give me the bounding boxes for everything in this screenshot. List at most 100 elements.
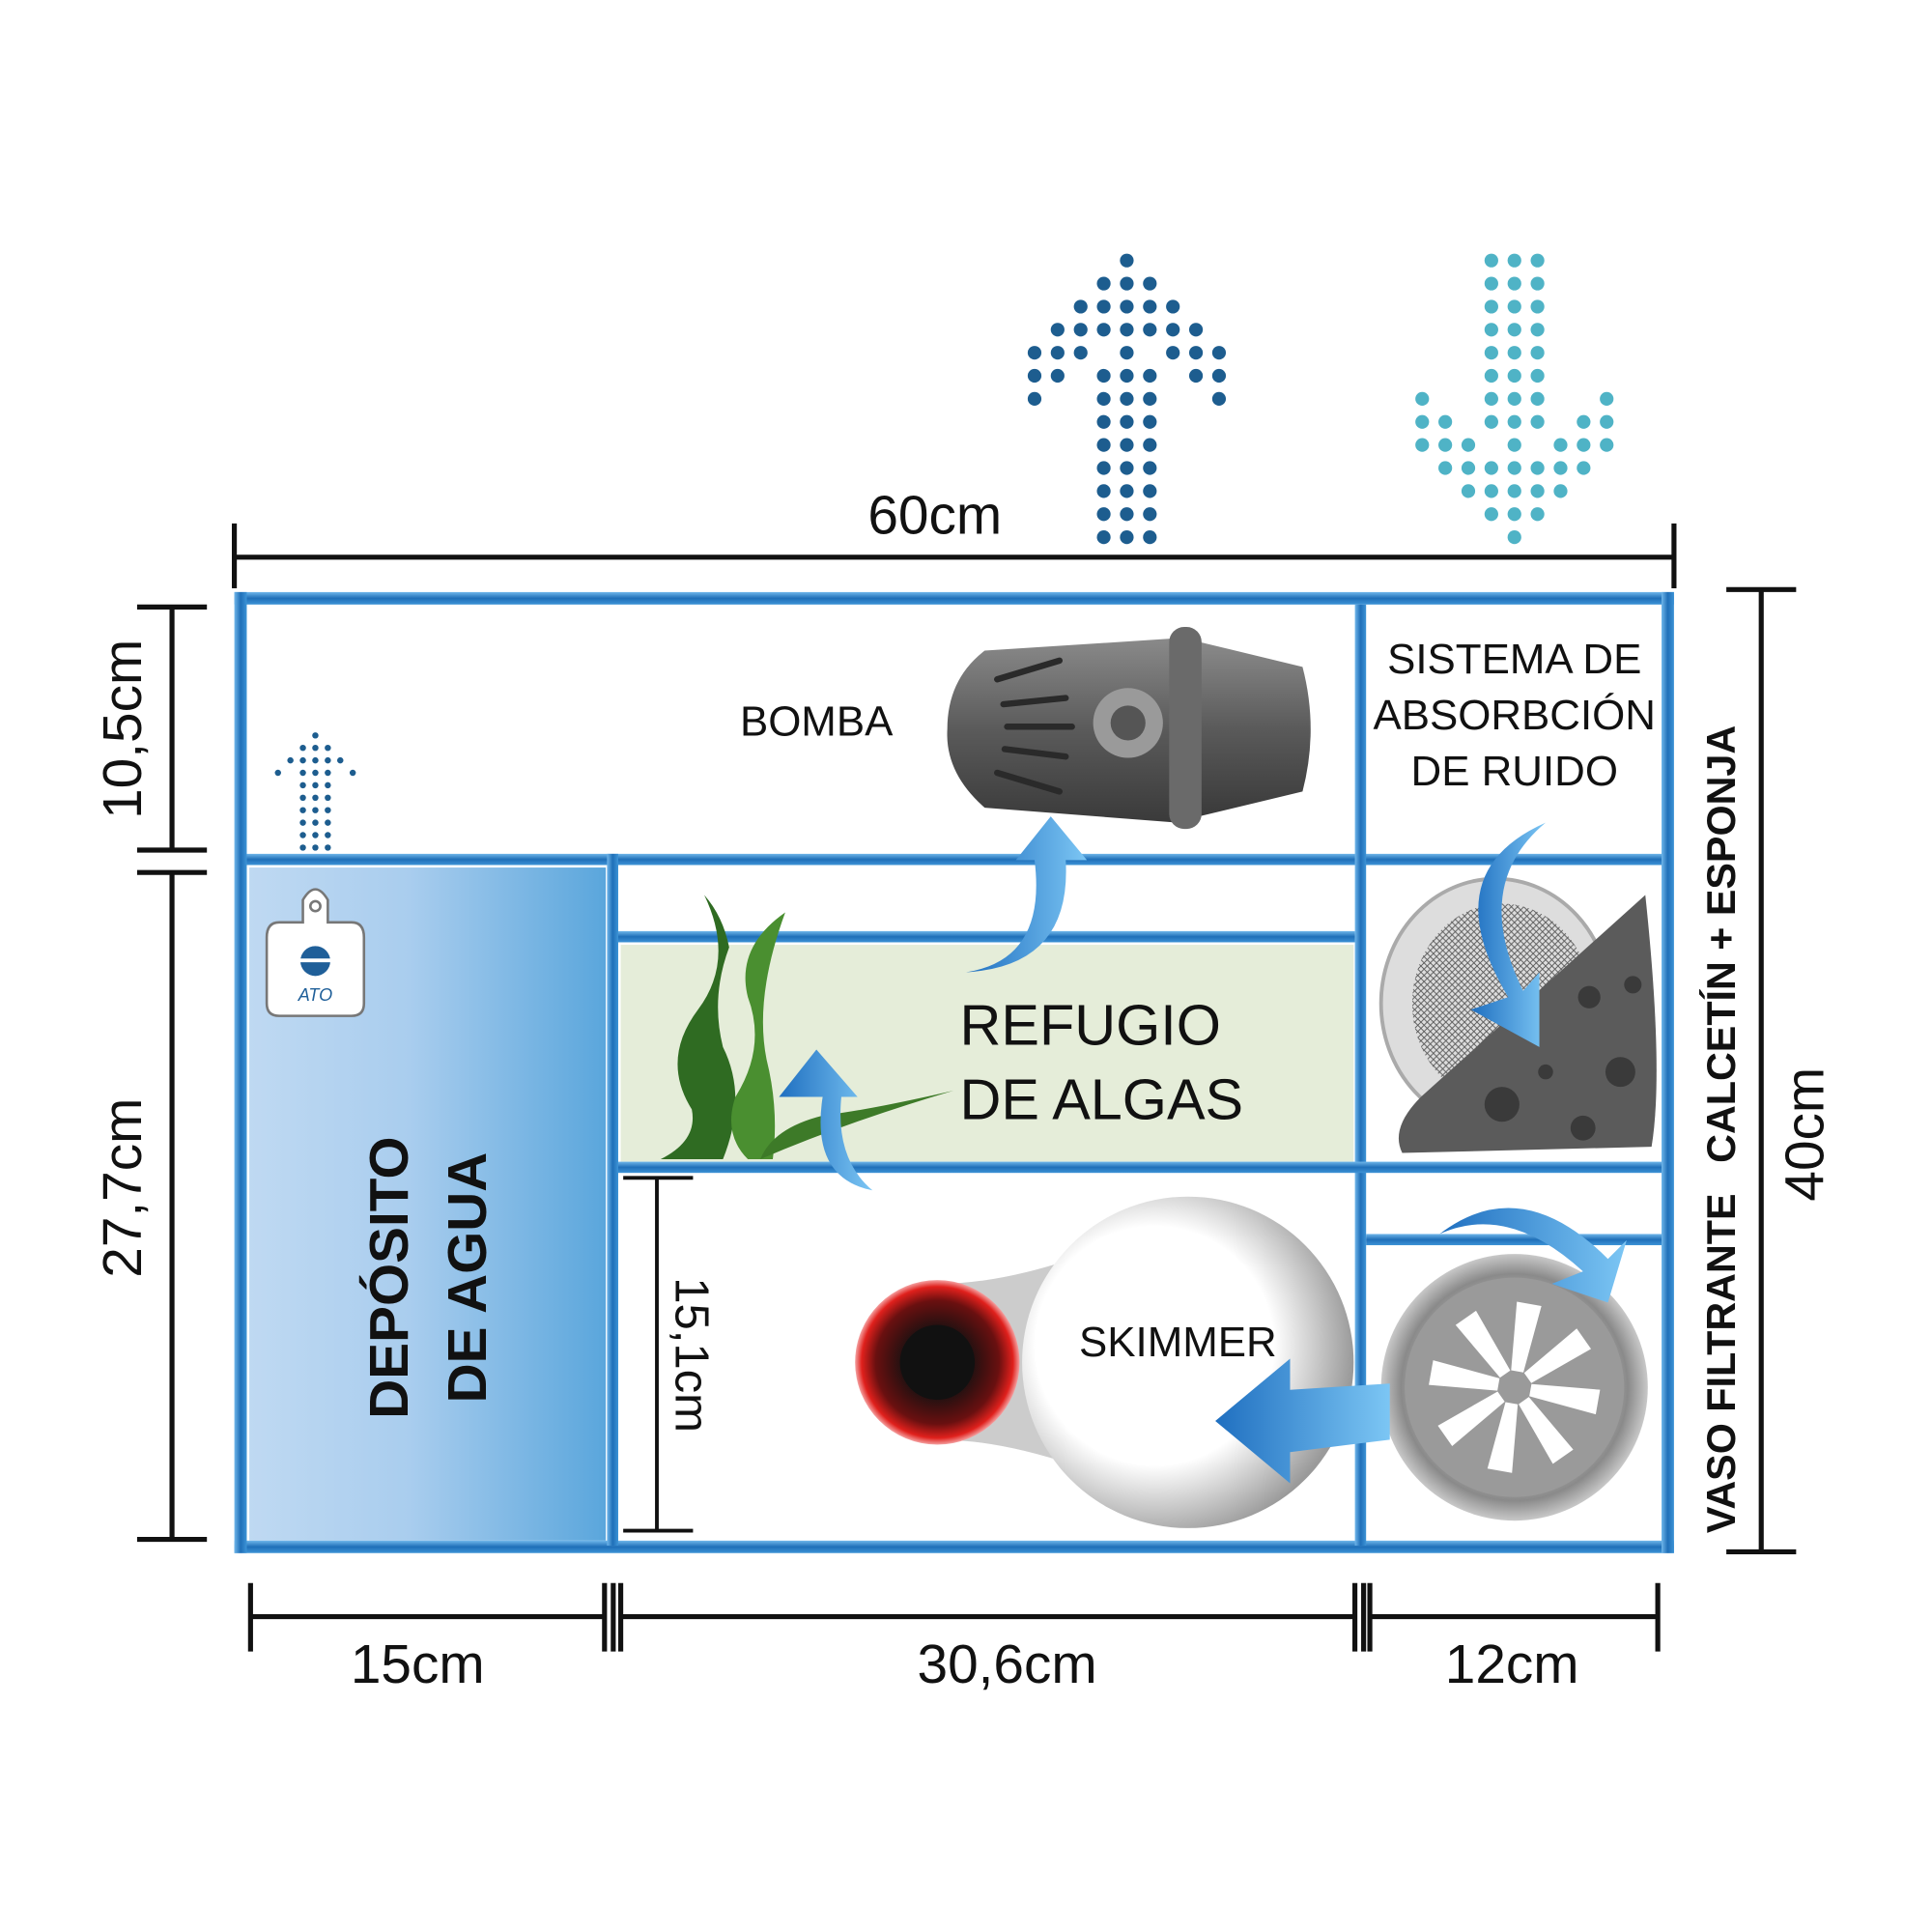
arrow-dot [325, 844, 331, 851]
dim-total-width: 60cm [867, 485, 1002, 546]
arrow-dot [1484, 276, 1498, 291]
arrow-dot [1507, 438, 1521, 452]
arrow-dot [1211, 346, 1227, 360]
arrow-dot [1577, 438, 1591, 452]
arrow-dot [299, 819, 306, 826]
arrow-dot [325, 769, 331, 777]
arrow-dot [325, 781, 331, 789]
arrow-dot [1050, 323, 1065, 337]
arrow-dot [1096, 299, 1111, 314]
arrow-dot [1530, 323, 1545, 337]
arrow-dot [1120, 507, 1134, 522]
noise-label-line-1: SISTEMA DE [1387, 636, 1641, 683]
arrow-dot [1530, 346, 1545, 360]
arrow-dot [1143, 391, 1157, 406]
arrow-dot [1188, 346, 1204, 360]
arrow-dot [1120, 391, 1134, 406]
arrow-dot [1166, 346, 1180, 360]
arrow-dot [1484, 323, 1498, 337]
filter-blade [1487, 1402, 1519, 1473]
arrow-dot [1143, 323, 1157, 337]
refuge-label-line-1: REFUGIO [960, 992, 1221, 1057]
arrow-dot [312, 769, 319, 777]
arrow-dot [1507, 299, 1521, 314]
arrow-dot [312, 756, 319, 764]
arrow-dot [1027, 368, 1042, 384]
arrow-dot [325, 744, 331, 752]
arrow-dot [325, 832, 331, 838]
arrow-dot [299, 769, 306, 777]
arrow-dot [1415, 438, 1430, 452]
arrow-dot [1577, 414, 1591, 429]
arrow-dot [1484, 346, 1498, 360]
arrow-dot [1120, 461, 1134, 475]
arrow-dot [1507, 414, 1521, 429]
arrow-dot [1507, 507, 1521, 522]
skimmer-label: SKIMMER [1079, 1319, 1277, 1366]
arrow-dot [1096, 461, 1111, 475]
dotted-down-arrow-icon [1415, 253, 1614, 545]
filter-blade [1437, 1391, 1505, 1447]
arrow-dot [1073, 299, 1088, 314]
filter-blade [1523, 1328, 1592, 1383]
arrow-dot [299, 744, 306, 752]
filter-blade [1511, 1301, 1542, 1373]
arrow-dot [325, 756, 331, 764]
arrow-dot [1553, 438, 1568, 452]
arrow-dot [1027, 346, 1042, 360]
arrow-dot [1577, 461, 1591, 475]
filter-blade [1455, 1310, 1511, 1378]
arrow-dot [1096, 530, 1111, 545]
arrow-dot [1166, 323, 1180, 337]
arrow-dot [312, 744, 319, 752]
sock-sponge-label: CALCETÍN + ESPONJA [1699, 725, 1744, 1163]
arrow-dot [1415, 391, 1430, 406]
arrow-dot [1096, 323, 1111, 337]
arrow-dot [1553, 484, 1568, 498]
arrow-dot [1530, 253, 1545, 268]
noise-label-line-3: DE RUIDO [1411, 748, 1618, 795]
arrow-dot [1050, 368, 1065, 384]
arrow-dot [1211, 391, 1227, 406]
arrow-dot [1096, 391, 1111, 406]
arrow-dot [1530, 391, 1545, 406]
refuge-label-line-2: DE ALGAS [960, 1067, 1244, 1132]
arrow-dot [1120, 530, 1134, 545]
arrow-dot [1096, 276, 1111, 291]
arrow-dot [312, 781, 319, 789]
arrow-dot [337, 756, 344, 764]
arrow-dot [1530, 414, 1545, 429]
arrow-dot [1120, 253, 1134, 268]
arrow-dot [1530, 368, 1545, 384]
arrow-dot [1073, 323, 1088, 337]
arrow-dot [1484, 507, 1498, 522]
filter-cup-icon [1380, 1254, 1648, 1521]
dim-lower-height: 27,7cm [93, 1098, 154, 1278]
arrow-dot [1188, 368, 1204, 384]
tank-frame [234, 591, 1674, 1553]
arrow-dot [1600, 438, 1614, 452]
arrow-dot [1530, 299, 1545, 314]
arrow-dot [1120, 323, 1134, 337]
arrow-dot [312, 832, 319, 838]
dotted-up-arrow-icon [1027, 253, 1227, 545]
arrow-dot [1096, 368, 1111, 384]
arrow-dot [1211, 368, 1227, 384]
arrow-dot [1438, 461, 1453, 475]
arrow-dot [1484, 299, 1498, 314]
algae-icon [660, 895, 954, 1159]
arrow-dot [1507, 461, 1521, 475]
arrow-dot [1530, 461, 1545, 475]
filter-blade [1519, 1397, 1574, 1464]
arrow-dot [325, 794, 331, 802]
arrow-dot [1143, 438, 1157, 452]
arrow-dot [1143, 461, 1157, 475]
noise-label-line-2: ABSORBCIÓN [1374, 692, 1656, 739]
arrow-dot [349, 769, 356, 777]
arrow-dot [1484, 253, 1498, 268]
arrow-dot [1027, 391, 1042, 406]
arrow-dot [1461, 461, 1476, 475]
arrow-dot [1484, 461, 1498, 475]
arrow-dot [1507, 530, 1521, 545]
filter-blade [1529, 1383, 1601, 1415]
